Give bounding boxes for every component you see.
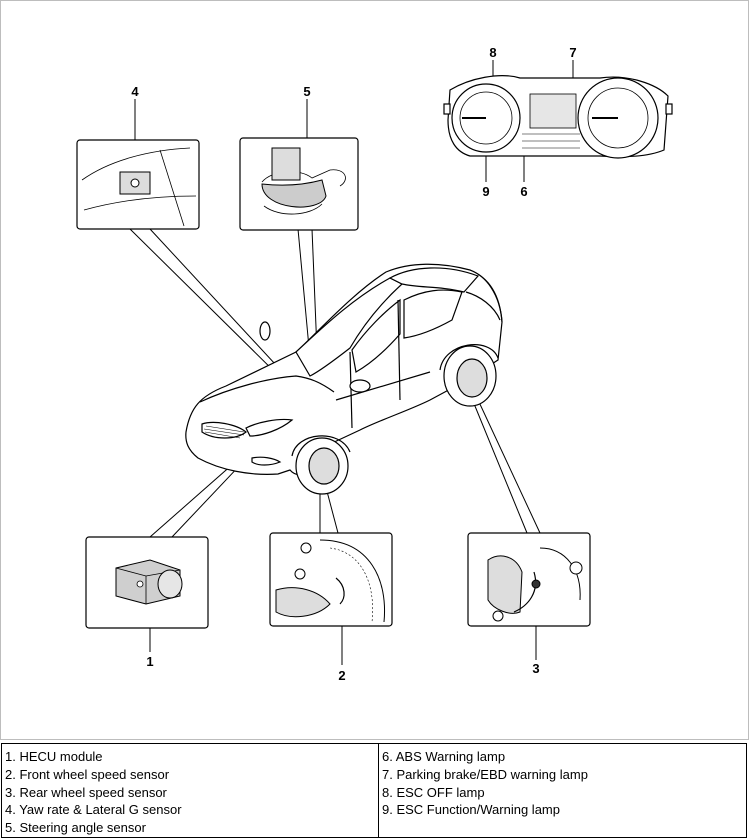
car-illustration bbox=[185, 263, 503, 495]
callout-8: 8 bbox=[489, 45, 496, 60]
callout-6: 6 bbox=[520, 184, 527, 199]
inset-front-wheel-sensor bbox=[269, 532, 393, 627]
legend-left-column: 1. HECU module 2. Front wheel speed sens… bbox=[1, 743, 379, 838]
callout-2: 2 bbox=[338, 668, 345, 683]
callout-3: 3 bbox=[532, 661, 539, 676]
callout-numbers: 4 5 8 7 9 6 1 2 3 bbox=[131, 45, 576, 683]
legend-item-8: 8. ESC OFF lamp bbox=[382, 784, 485, 800]
callout-5: 5 bbox=[303, 84, 310, 99]
legend-item-7: 7. Parking brake/EBD warning lamp bbox=[382, 766, 588, 782]
callout-1: 1 bbox=[146, 654, 153, 669]
legend-item-1: 1. HECU module bbox=[5, 749, 103, 764]
legend-item-3: 3. Rear wheel speed sensor bbox=[5, 784, 167, 800]
legend-item-6: 6. ABS Warning lamp bbox=[382, 749, 506, 764]
legend-item-4: 4. Yaw rate & Lateral G sensor bbox=[5, 802, 182, 818]
inset-rear-wheel-sensor bbox=[467, 532, 591, 627]
callout-9: 9 bbox=[482, 184, 489, 199]
inset-steering-angle-sensor bbox=[239, 137, 359, 231]
inset-hecu-module bbox=[85, 536, 209, 629]
instrument-cluster bbox=[443, 75, 673, 159]
inset-yaw-rate-sensor bbox=[76, 139, 200, 230]
legend-right-column: 6. ABS Warning lamp 7. Parking brake/EBD… bbox=[378, 743, 747, 838]
legend-item-2: 2. Front wheel speed sensor bbox=[5, 766, 170, 782]
legend-table: 1. HECU module 2. Front wheel speed sens… bbox=[1, 743, 747, 838]
callout-7: 7 bbox=[569, 45, 576, 60]
legend-item-9: 9. ESC Function/Warning lamp bbox=[382, 802, 560, 818]
component-location-diagram: 4 5 8 7 9 6 1 2 3 bbox=[0, 0, 749, 740]
legend-item-5: 5. Steering angle sensor bbox=[5, 820, 146, 836]
callout-4: 4 bbox=[131, 84, 139, 99]
